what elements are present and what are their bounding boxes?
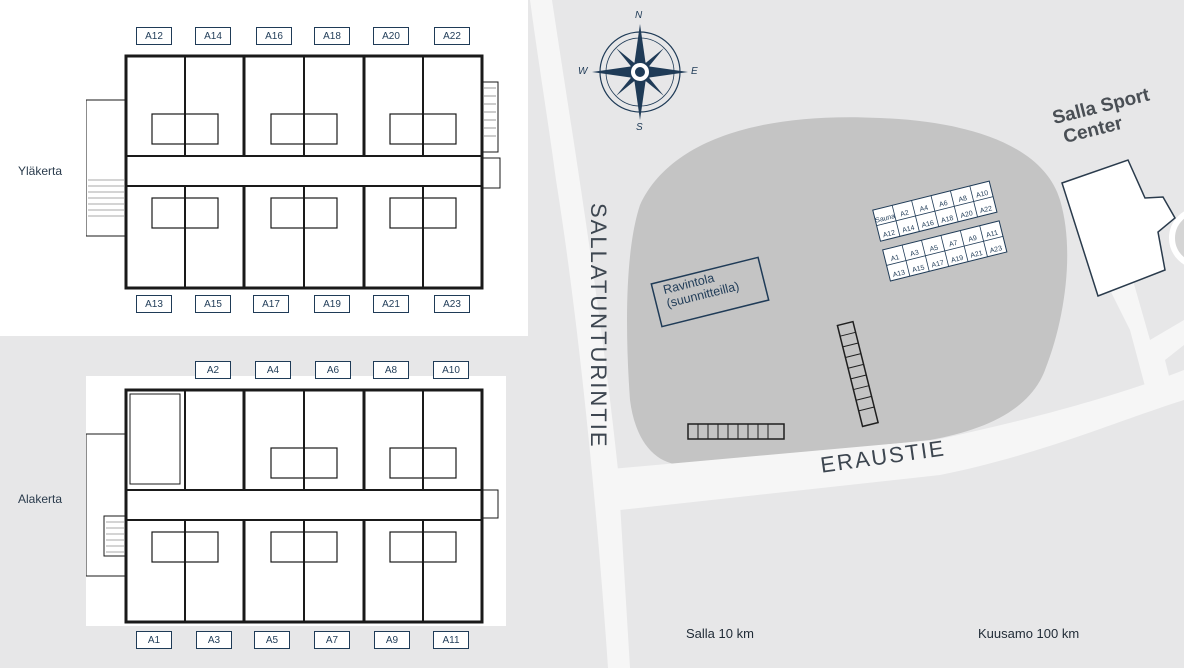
svg-text:A3: A3	[910, 249, 920, 258]
compass-rose-icon	[592, 24, 688, 120]
unit-tag-A10[interactable]: A10	[433, 361, 469, 379]
unit-tag-A7[interactable]: A7	[314, 631, 350, 649]
svg-text:A23: A23	[989, 245, 1003, 255]
svg-text:A21: A21	[970, 250, 984, 260]
unit-tag-A6[interactable]: A6	[315, 361, 351, 379]
upper-floor-plan	[86, 54, 501, 290]
unit-tag-A14[interactable]: A14	[195, 27, 231, 45]
compass-north: N	[635, 10, 643, 21]
compass-east: E	[691, 66, 698, 77]
svg-text:A14: A14	[902, 225, 916, 235]
distance-kuusamo: Kuusamo 100 km	[978, 626, 1080, 641]
svg-text:A4: A4	[919, 205, 929, 214]
sport-center-building	[1061, 159, 1176, 297]
unit-tag-A11[interactable]: A11	[433, 631, 469, 649]
unit-tag-A13[interactable]: A13	[136, 295, 172, 313]
distance-salla: Salla 10 km	[686, 626, 754, 641]
svg-text:A11: A11	[986, 230, 999, 240]
lower-floor-label: Alakerta	[18, 492, 63, 506]
svg-text:A12: A12	[882, 229, 896, 239]
svg-text:A5: A5	[929, 245, 939, 254]
eraustie-road	[600, 370, 1184, 510]
road-label-sallatunturintie: SALLATUNTURINTIE	[586, 203, 611, 449]
svg-text:A20: A20	[960, 210, 974, 220]
unit-tag-A22[interactable]: A22	[434, 27, 470, 45]
svg-text:A1: A1	[890, 254, 900, 263]
unit-tag-A18[interactable]: A18	[314, 27, 350, 45]
svg-text:A16: A16	[921, 220, 935, 230]
unit-tag-A17[interactable]: A17	[253, 295, 289, 313]
unit-tag-A20[interactable]: A20	[373, 27, 409, 45]
unit-tag-A23[interactable]: A23	[434, 295, 470, 313]
svg-text:A22: A22	[979, 205, 993, 215]
svg-text:A7: A7	[948, 240, 958, 249]
svg-text:A6: A6	[938, 200, 948, 209]
unit-tag-A2[interactable]: A2	[195, 361, 231, 379]
unit-tag-A5[interactable]: A5	[254, 631, 290, 649]
unit-tag-A3[interactable]: A3	[196, 631, 232, 649]
branch-road	[1100, 270, 1184, 405]
unit-tag-A9[interactable]: A9	[374, 631, 410, 649]
svg-text:A17: A17	[931, 260, 945, 270]
svg-text:A19: A19	[950, 255, 964, 265]
restaurant-outline	[650, 256, 770, 328]
unit-tag-A12[interactable]: A12	[136, 27, 172, 45]
svg-text:A9: A9	[968, 235, 978, 244]
upper-floor-label: Yläkerta	[18, 164, 63, 178]
svg-text:A18: A18	[940, 215, 954, 225]
svg-text:A10: A10	[975, 190, 989, 200]
parking-horizontal	[687, 423, 785, 440]
unit-tag-A19[interactable]: A19	[314, 295, 350, 313]
unit-tag-A4[interactable]: A4	[255, 361, 291, 379]
parking-vertical	[836, 320, 880, 428]
unit-tag-A8[interactable]: A8	[373, 361, 409, 379]
unit-tag-A1[interactable]: A1	[136, 631, 172, 649]
svg-text:Sauna: Sauna	[875, 213, 896, 225]
unit-tag-A16[interactable]: A16	[256, 27, 292, 45]
svg-text:A15: A15	[912, 264, 926, 274]
sallatunturintie-road	[530, 0, 630, 668]
compass-west: W	[578, 66, 588, 77]
lower-floor-plan	[86, 388, 499, 624]
roundabout	[1169, 211, 1184, 265]
svg-text:A8: A8	[958, 195, 968, 204]
lower-floor-panel	[86, 376, 506, 626]
unit-tag-A21[interactable]: A21	[373, 295, 409, 313]
unit-tag-A15[interactable]: A15	[195, 295, 231, 313]
svg-text:A2: A2	[900, 210, 910, 219]
compass-south: S	[636, 122, 643, 133]
svg-text:A13: A13	[892, 269, 906, 279]
